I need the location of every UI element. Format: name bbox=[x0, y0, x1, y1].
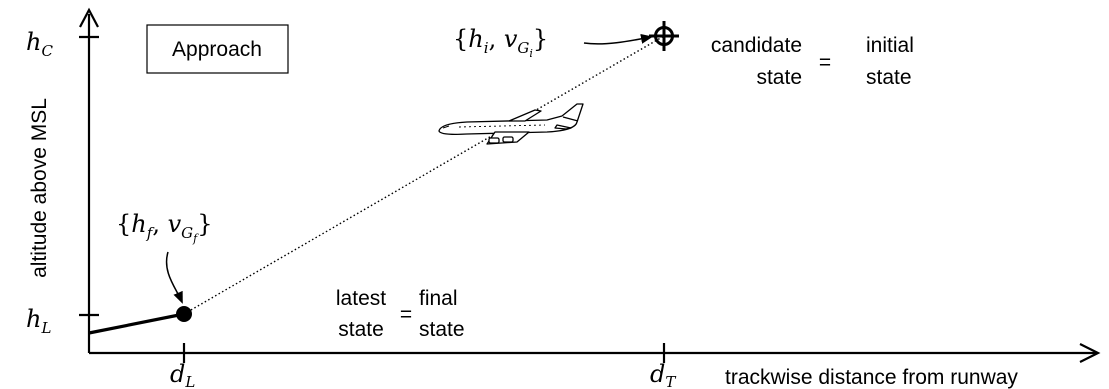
final-state-point bbox=[176, 306, 192, 322]
initial-state-left-line1: candidate bbox=[711, 34, 802, 57]
x-axis-label: trackwise distance from runway bbox=[725, 366, 1018, 389]
y-tick-label-hl: hL bbox=[26, 305, 51, 337]
planned-path bbox=[183, 35, 665, 315]
phase-box-frame bbox=[146, 24, 289, 74]
final-state-right-line1: final bbox=[419, 287, 458, 310]
final-state-left-line2: state bbox=[338, 318, 384, 341]
phase-box: Approach bbox=[146, 24, 289, 74]
final-state-annotation: {hf, vGf} latest state = final state bbox=[116, 210, 465, 341]
initial-state-equals: = bbox=[819, 51, 831, 74]
initial-state-right-line2: state bbox=[866, 66, 912, 89]
initial-state-tuple: {hi, vGi} bbox=[453, 25, 548, 60]
y-axis-arrow bbox=[79, 7, 99, 28]
final-state-left-line1: latest bbox=[336, 287, 386, 310]
initial-state-annotation: {hi, vGi} candidate state = initial stat… bbox=[453, 25, 914, 89]
final-state-right-line2: state bbox=[419, 318, 465, 341]
phase-label: Approach bbox=[172, 38, 262, 61]
final-state-tuple: {hf, vGf} bbox=[116, 210, 212, 245]
axes: hC hL dL dT altitude above MSL trackwise… bbox=[26, 7, 1101, 389]
x-axis-arrow bbox=[1079, 343, 1101, 363]
y-axis-label: altitude above MSL bbox=[28, 98, 51, 278]
crosshair-target-icon bbox=[649, 21, 679, 51]
final-state-arrow bbox=[165, 251, 183, 304]
initial-state-left-line2: state bbox=[756, 66, 802, 89]
initial-state-right-line1: initial bbox=[866, 34, 914, 57]
y-tick-label-hc: hC bbox=[26, 28, 53, 60]
initial-state-arrow bbox=[583, 33, 653, 45]
x-tick-label-dl: dL bbox=[170, 360, 195, 389]
flown-path-segment bbox=[88, 312, 185, 335]
airliner-icon bbox=[438, 103, 584, 145]
x-tick-label-dt: dT bbox=[650, 360, 676, 389]
final-state-equals: = bbox=[400, 303, 412, 326]
